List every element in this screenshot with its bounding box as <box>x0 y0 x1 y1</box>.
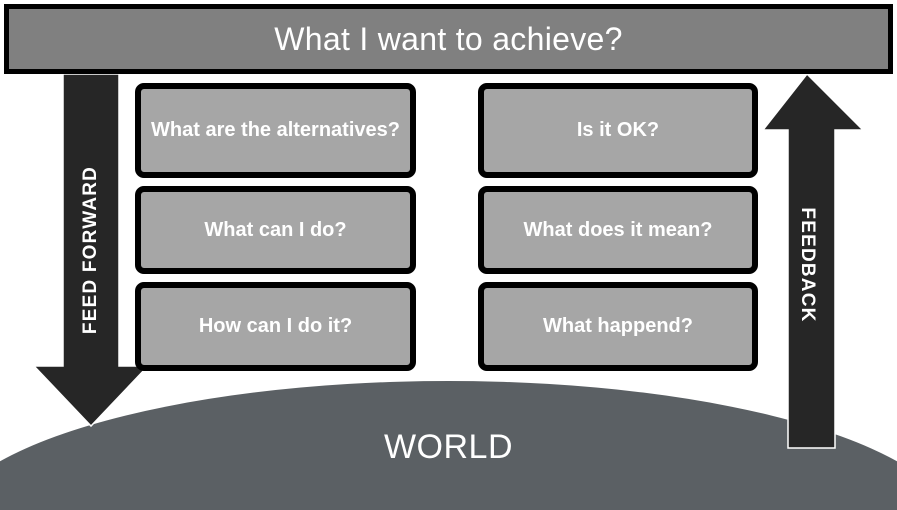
box-label: How can I do it? <box>198 315 353 338</box>
feedback-arrow-icon <box>761 72 865 449</box>
box-label: What are the alternatives? <box>151 119 400 142</box>
feedback-arrow <box>760 72 870 450</box>
box-label: What does it mean? <box>523 218 713 241</box>
box-what-happend[interactable]: What happend? <box>478 282 758 371</box>
box-how-can-i-do-it[interactable]: How can I do it? <box>135 282 416 371</box>
box-what-are-the-alternatives[interactable]: What are the alternatives? <box>135 83 416 178</box>
box-is-it-ok[interactable]: Is it OK? <box>478 83 758 178</box>
feedback-label: FEEDBACK <box>797 207 818 323</box>
feed-forward-arrow <box>30 74 155 429</box>
box-label: What happend? <box>543 315 693 338</box>
goal-banner-label: What I want to achieve? <box>274 20 623 57</box>
world-label: WORLD <box>383 428 514 466</box>
goal-banner: What I want to achieve? <box>4 4 893 74</box>
box-label: What can I do? <box>204 218 347 241</box>
box-what-does-it-mean[interactable]: What does it mean? <box>478 186 758 274</box>
box-label: Is it OK? <box>576 119 660 142</box>
feed-forward-label: FEED FORWARD <box>80 165 101 335</box>
feed-forward-arrow-icon <box>32 74 150 428</box>
box-what-can-i-do[interactable]: What can I do? <box>135 186 416 274</box>
